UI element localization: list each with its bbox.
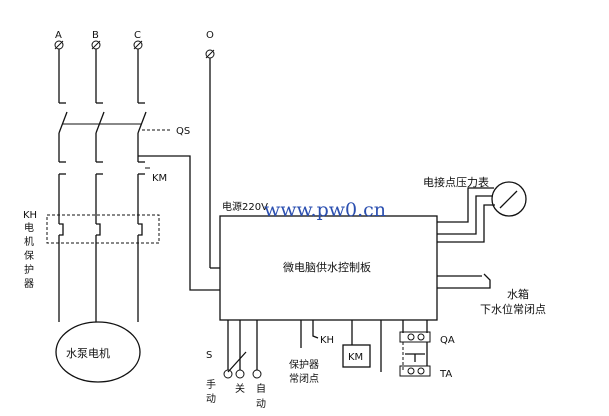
terminal-o: O (205, 30, 215, 59)
pressure-gauge-label: 电接点压力表 (423, 175, 489, 189)
auto-label-1: 自 (256, 382, 266, 395)
terminal-b-label: B (92, 30, 99, 41)
pressure-gauge-icon (491, 181, 527, 217)
phase-wires-mid: KM (58, 133, 167, 184)
kh-nc-contact: KH 保护器 常闭点 (289, 320, 334, 385)
ta-label: TA (439, 369, 452, 380)
selector-switch: S 手 动 关 自 动 (206, 320, 266, 410)
protector-nc-label-2: 常闭点 (289, 372, 319, 385)
motor-icon: 水泵电机 (55, 321, 141, 383)
controller-label: 微电脑供水控制板 (283, 260, 371, 274)
qs-label: QS (176, 126, 190, 137)
tank-low-level: 水箱 下水位常闭点 (437, 273, 546, 316)
off-label: 关 (235, 382, 245, 395)
manual-label-2: 动 (206, 393, 216, 405)
phase-wires-lower (46, 174, 160, 322)
km-box-label: KM (348, 352, 363, 363)
protector-nc-label-1: 保护器 (289, 358, 319, 371)
terminal-a-label: A (55, 30, 62, 41)
pressure-gauge: 电接点压力表 (423, 175, 527, 243)
qs-switch: QS (58, 111, 190, 137)
km-contact-label: KM (152, 173, 167, 184)
neutral-wires (138, 58, 220, 291)
terminal-o-label: O (206, 30, 214, 41)
terminal-c: C (133, 30, 143, 50)
qa-ta-buttons: QA TA (399, 320, 455, 380)
kh-protector-label: KH 电 机 保 护 器 (23, 210, 37, 290)
qa-label: QA (440, 335, 455, 346)
terminal-b: B (91, 30, 101, 50)
kh-label-2: 机 (24, 235, 34, 248)
kh-label-5: 器 (24, 278, 34, 290)
auto-label-2: 动 (256, 398, 266, 410)
kh-label-0: KH (23, 210, 37, 221)
kh-label-4: 护 (24, 263, 34, 276)
terminal-c-label: C (134, 30, 141, 41)
watermark: www.pw0.cn (264, 199, 386, 221)
power-label: 电源220V (222, 200, 268, 213)
km-coil: KM (342, 320, 382, 372)
kh-small-label: KH (320, 335, 334, 346)
terminal-a: A (54, 30, 64, 50)
kh-label-1: 电 (24, 221, 34, 234)
motor-label: 水泵电机 (66, 346, 110, 360)
manual-label-1: 手 (206, 378, 216, 391)
tank-label-1: 水箱 (507, 287, 529, 301)
tank-label-2: 下水位常闭点 (480, 302, 546, 316)
kh-label-3: 保 (24, 249, 34, 262)
controller-board: 电源220V 微电脑供水控制板 (219, 200, 438, 321)
phase-wires-top (58, 49, 145, 104)
s-label: S (206, 350, 212, 361)
